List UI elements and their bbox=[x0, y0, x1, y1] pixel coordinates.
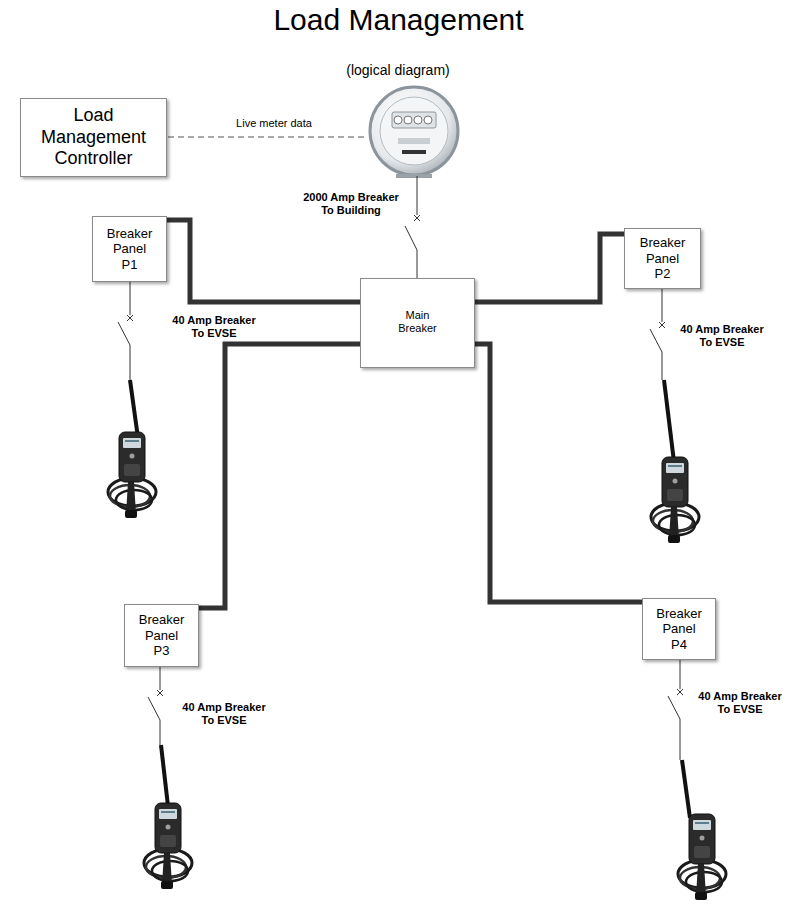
node-text: Breaker Panel P4 bbox=[654, 606, 704, 653]
subtitle: (logical diagram) bbox=[298, 62, 498, 79]
ev-charger bbox=[144, 803, 192, 889]
charger-cable bbox=[682, 760, 690, 818]
breaker-label: 40 Amp Breaker To EVSE bbox=[178, 701, 270, 727]
breaker-switch bbox=[118, 282, 133, 380]
breaker-label: 40 Amp Breaker To EVSE bbox=[168, 314, 260, 340]
charger-cable bbox=[161, 745, 168, 806]
power-feed bbox=[199, 344, 360, 608]
panel-box: Breaker Panel P4 bbox=[642, 598, 716, 660]
breaker-switch bbox=[148, 667, 163, 745]
ev-charger bbox=[651, 457, 699, 543]
breaker-label: 2000 Amp Breaker To Building bbox=[298, 191, 404, 217]
ev-charger bbox=[678, 814, 726, 900]
breaker-label: 40 Amp Breaker To EVSE bbox=[694, 690, 786, 716]
node-text: Load Management Controller bbox=[29, 105, 158, 170]
power-feed bbox=[475, 344, 642, 602]
data-link bbox=[168, 136, 368, 137]
controller-box: Load Management Controller bbox=[20, 98, 167, 177]
ev-charger bbox=[108, 432, 156, 518]
power-feed bbox=[167, 220, 360, 302]
power-feed bbox=[475, 234, 624, 302]
panel-box: Breaker Panel P2 bbox=[624, 228, 701, 289]
diagram-title: Load Management bbox=[0, 2, 797, 38]
breaker-switch bbox=[668, 660, 683, 760]
charger-cable bbox=[130, 380, 138, 438]
charger-cable bbox=[664, 380, 674, 462]
node-text: Main Breaker bbox=[391, 309, 444, 335]
breaker-label: 40 Amp Breaker To EVSE bbox=[676, 323, 768, 349]
breaker-switch bbox=[405, 176, 420, 278]
panel-box: Breaker Panel P3 bbox=[124, 604, 199, 667]
electric-meter bbox=[370, 87, 458, 178]
breaker-switch bbox=[650, 289, 665, 380]
node-text: Breaker Panel P3 bbox=[136, 612, 187, 659]
link-label: Live meter data bbox=[222, 117, 326, 130]
node-text: Breaker Panel P2 bbox=[637, 235, 688, 282]
panel-box: Breaker Panel P1 bbox=[92, 216, 167, 282]
main-breaker-box: Main Breaker bbox=[360, 278, 475, 368]
node-text: Breaker Panel P1 bbox=[104, 226, 155, 273]
